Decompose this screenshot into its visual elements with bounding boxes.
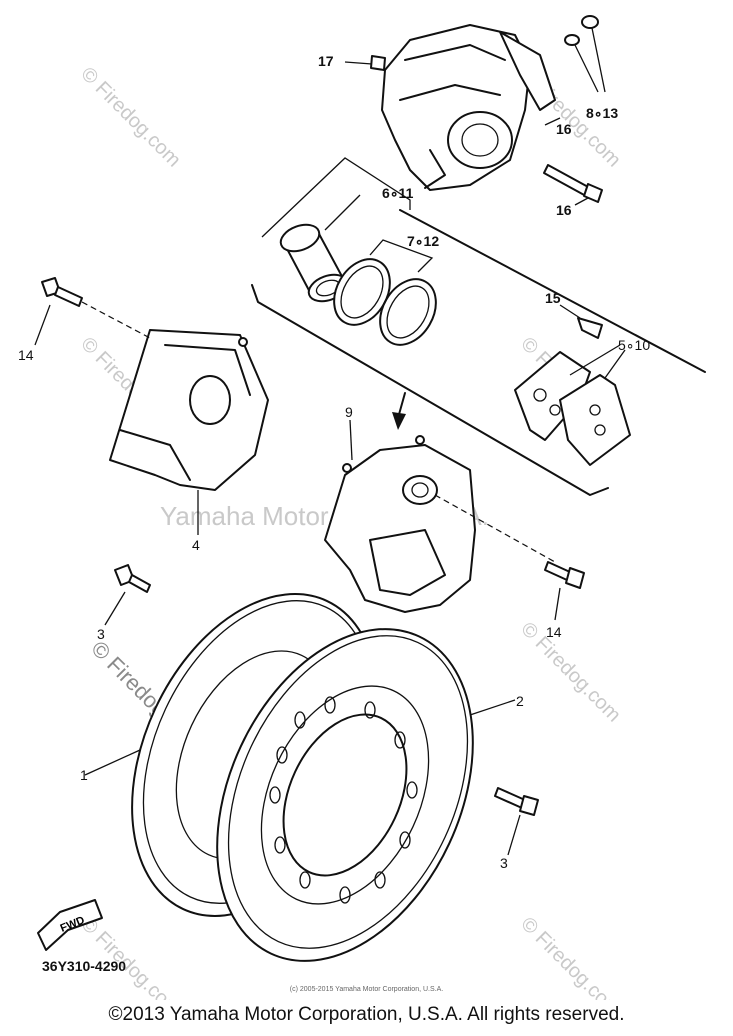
firedog-watermark-top-left: © Firedog.com — [76, 63, 185, 172]
caliper-assembly-top — [381, 24, 556, 191]
bolt-part-16-lower — [543, 164, 603, 206]
label-part-7-12: 7∘12 — [407, 233, 439, 249]
label-part-3-upper: 3 — [97, 626, 105, 642]
caliper-part-4 — [109, 329, 269, 535]
clip-part-15 — [559, 304, 603, 339]
brake-pads-part-5-10 — [514, 344, 631, 466]
label-part-2: 2 — [516, 693, 524, 709]
label-part-4: 4 — [192, 537, 200, 553]
label-part-14-left: 14 — [18, 347, 34, 363]
label-part-16-upper: 16 — [556, 121, 572, 137]
label-part-3-lower: 3 — [500, 855, 508, 871]
brake-disc-part-2 — [216, 628, 516, 962]
label-part-9: 9 — [345, 404, 353, 420]
seal-rings-part-7-12 — [333, 239, 437, 346]
bleed-screw-part-8-13 — [564, 15, 606, 93]
label-part-6-11: 6∘11 — [382, 185, 414, 201]
label-part-5-10: 5∘10 — [618, 337, 650, 353]
group-bracket — [251, 284, 609, 496]
part-labels: 17 8∘13 16 6∘11 16 7∘12 15 14 5∘10 9 4 3… — [18, 53, 650, 974]
label-part-14-right: 14 — [546, 624, 562, 640]
label-part-8-13: 8∘13 — [586, 105, 618, 121]
bolt-part-14-left — [34, 277, 151, 346]
caliper-part-9 — [324, 419, 556, 613]
bracket-6-11 — [261, 157, 411, 238]
label-part-15: 15 — [545, 290, 561, 306]
label-part-1: 1 — [80, 767, 88, 783]
label-part-17: 17 — [318, 53, 334, 69]
diagram-code: 36Y310-4290 — [42, 958, 126, 974]
leader-16-upper — [544, 117, 561, 126]
bolt-part-3-upper — [104, 564, 151, 626]
pin-part-17 — [344, 55, 386, 71]
bolt-part-3-lower — [494, 787, 539, 856]
small-copyright-notice: (c) 2005-2015 Yamaha Motor Corporation, … — [289, 986, 444, 993]
footer-copyright: ©2013 Yamaha Motor Corporation, U.S.A. A… — [108, 1004, 625, 1025]
bolt-part-14-right — [544, 561, 585, 621]
parts-diagram: Yamaha Motor Corp., U.S.A. © Firedog.com… — [18, 15, 706, 1000]
label-part-16-lower: 16 — [556, 202, 572, 218]
firedog-watermark-low-right: © Firedog.com — [516, 618, 625, 727]
